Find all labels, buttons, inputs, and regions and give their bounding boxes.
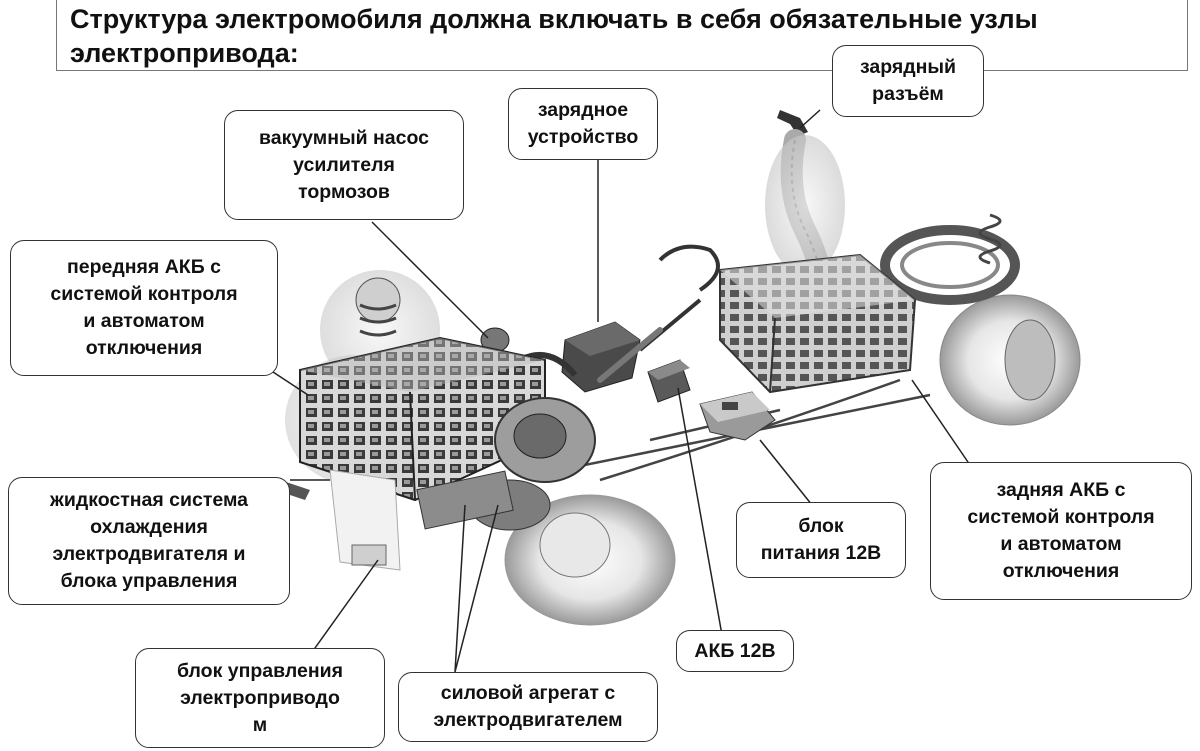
power-supply-12v-unit (699, 391, 776, 441)
rear-spring (978, 213, 1002, 265)
title-frame (56, 0, 1188, 71)
label-power-unit: силовой агрегат с электродвигателем (398, 672, 658, 742)
motor-unit (416, 397, 596, 531)
charging-connector (777, 110, 808, 136)
label-power-supply-12v: блок питания 12В (736, 502, 906, 578)
cooling-and-controller (275, 469, 401, 571)
front-battery-pack (299, 336, 546, 502)
leader-lines (269, 109, 971, 673)
label-front-battery: передняя АКБ с системой контроля и автом… (10, 240, 278, 376)
label-charger: зарядное устройство (508, 88, 658, 160)
label-drive-control-unit: блок управления электроприводо м (135, 648, 385, 748)
charger-unit (561, 321, 641, 393)
label-charging-connector: зарядный разъём (832, 45, 984, 117)
label-rear-battery: задняя АКБ с системой контроля и автомат… (930, 462, 1192, 600)
label-cooling-system: жидкостная система охлаждения электродви… (8, 477, 290, 605)
rear-left-wheel (880, 225, 1020, 305)
battery-12v-unit (647, 359, 691, 403)
page-title: Структура электромобиля должна включать … (70, 4, 1038, 68)
front-spring-top (355, 277, 401, 323)
label-battery-12v: АКБ 12В (676, 630, 794, 672)
rear-battery-pack (719, 253, 917, 394)
label-vacuum-pump: вакуумный насос усилителя тормозов (224, 110, 464, 220)
